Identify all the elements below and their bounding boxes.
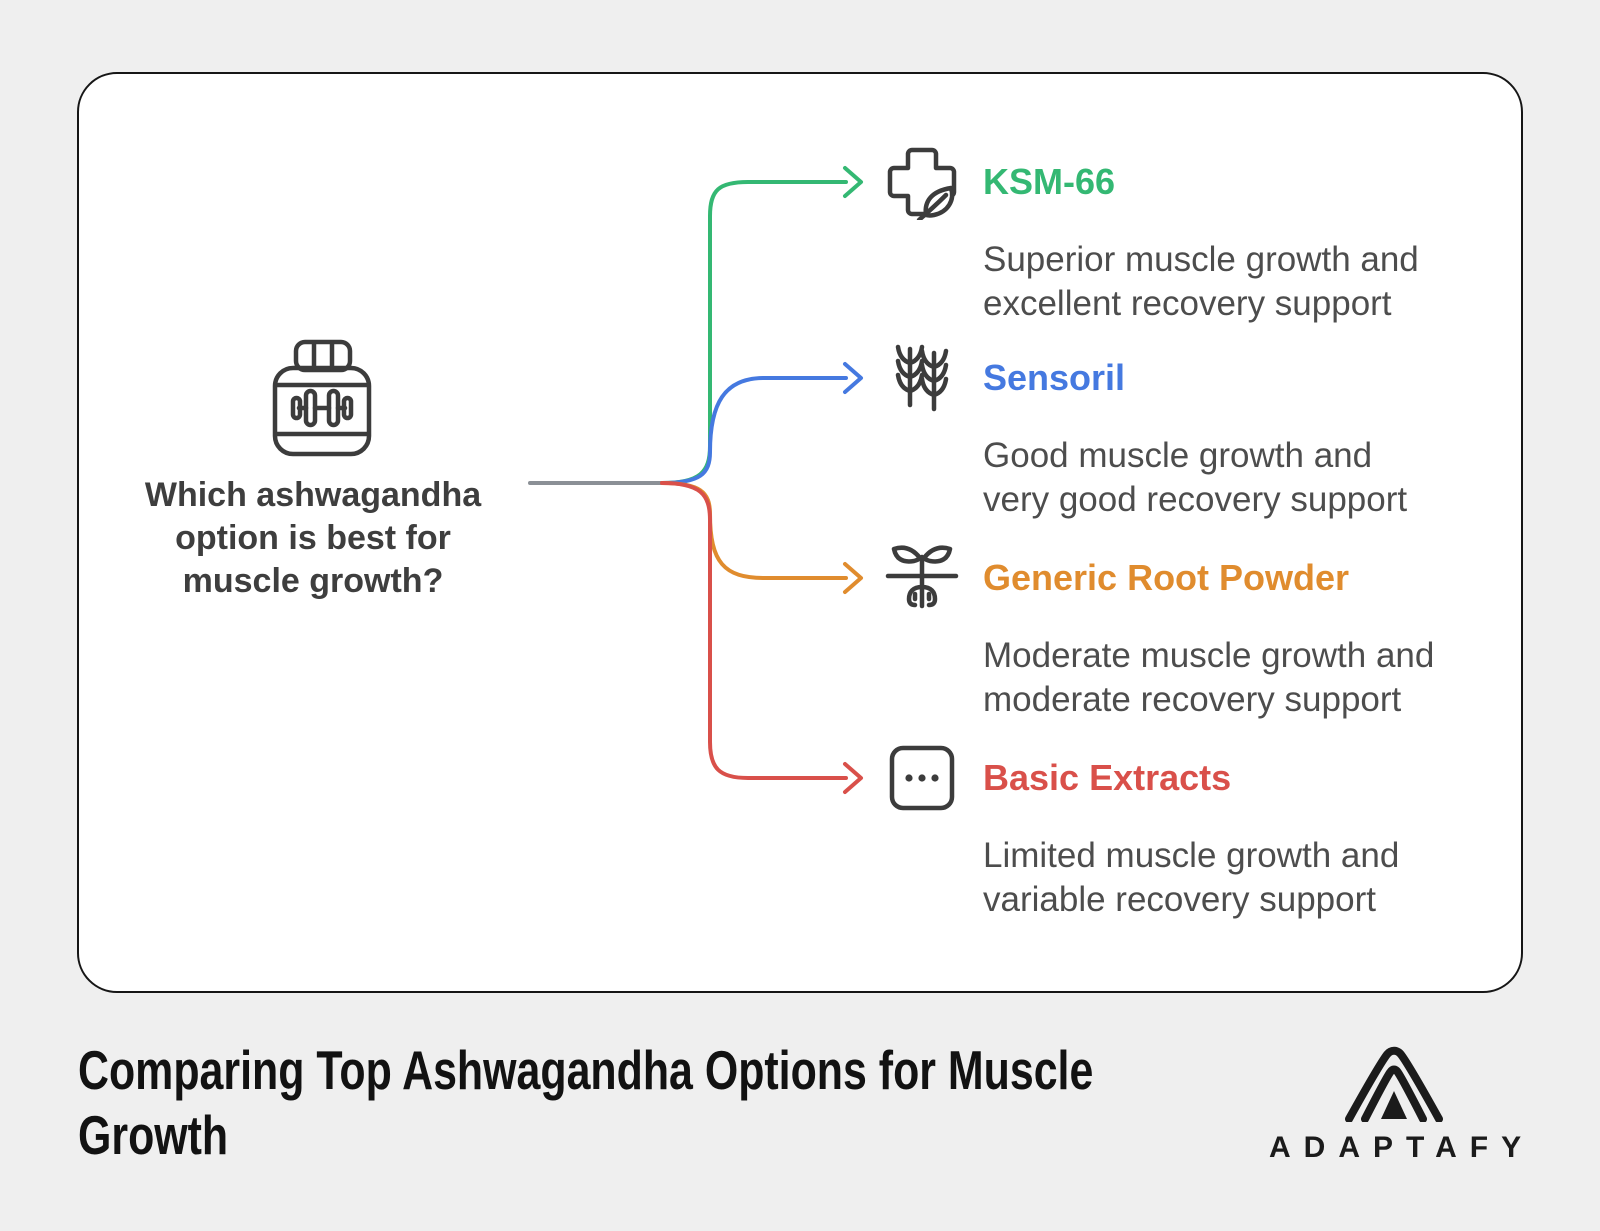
page-title-line: Comparing Top Ashwagandha Options for Mu… <box>78 1039 1094 1101</box>
branch-title: Basic Extracts <box>983 757 1232 798</box>
question-line: Which ashwagandha <box>144 476 482 514</box>
question-node: Which ashwagandha option is best for mus… <box>88 474 538 603</box>
wheat-stalks-icon <box>876 339 968 417</box>
branch-basic-extracts: Basic Extracts Limited muscle growth and… <box>876 734 1466 922</box>
ellipsis-box-icon <box>876 743 968 813</box>
medical-cross-leaf-icon <box>876 144 968 220</box>
branch-description: Good muscle growth and very good recover… <box>983 436 1408 519</box>
branch-title: Sensoril <box>983 357 1126 398</box>
brand-block: ADAPTAFY <box>1269 1046 1535 1165</box>
brand-wordmark: ADAPTAFY <box>1269 1131 1535 1164</box>
branch-ksm66: KSM-66 Superior muscle growth and excell… <box>876 138 1466 326</box>
page-title: Comparing Top Ashwagandha Options for Mu… <box>78 1038 1170 1168</box>
branch-title: KSM-66 <box>983 161 1116 202</box>
branch-generic-root-powder: Generic Root Powder Moderate muscle grow… <box>876 534 1466 722</box>
question-line: option is best for <box>175 519 451 557</box>
supplement-bottle-dumbbell-icon <box>272 339 372 457</box>
branch-description: Superior muscle growth and excellent rec… <box>983 240 1419 323</box>
branch-sensoril: Sensoril Good muscle growth and very goo… <box>876 334 1466 522</box>
branch-description: Limited muscle growth and variable recov… <box>983 836 1400 919</box>
branch-description: Moderate muscle growth and moderate reco… <box>983 636 1435 719</box>
branch-title: Generic Root Powder <box>983 557 1350 598</box>
sprout-roots-icon <box>876 542 968 614</box>
question-line: muscle growth? <box>182 562 444 600</box>
adaptafy-mountain-logo <box>1345 1046 1443 1122</box>
page-title-line: Growth <box>78 1104 229 1166</box>
